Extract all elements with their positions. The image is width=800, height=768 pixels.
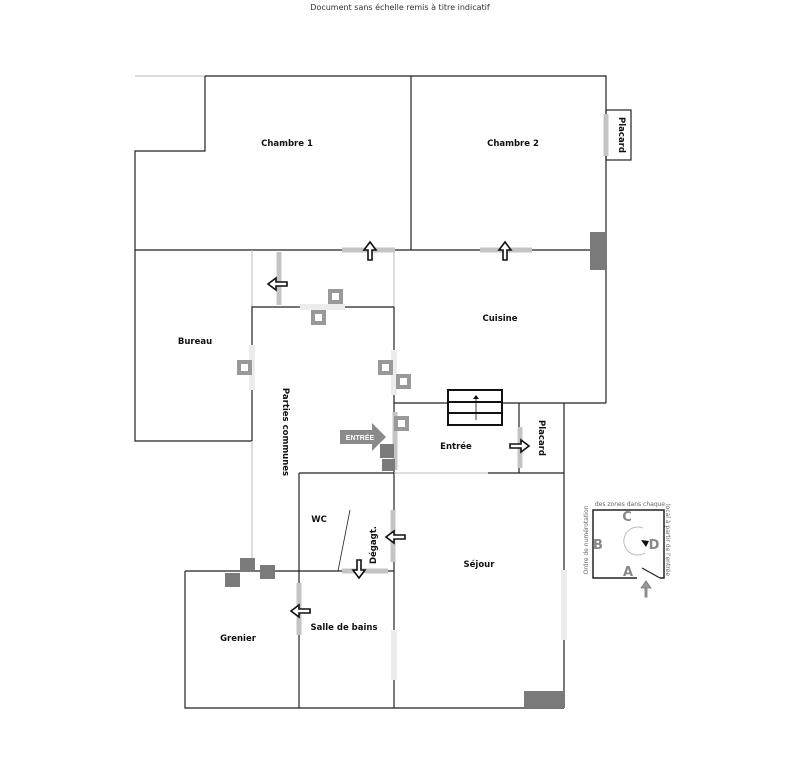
arrow-down-icon <box>351 559 367 580</box>
door-arrows <box>266 240 531 619</box>
svg-text:ENTRÉE: ENTRÉE <box>346 433 375 442</box>
room-sejour: Séjour <box>464 559 496 570</box>
doors <box>276 114 609 635</box>
marker-icon <box>394 416 409 431</box>
arrow-left-icon <box>384 529 406 545</box>
room-chambre-1: Chambre 1 <box>261 139 313 149</box>
caption: Document sans échelle remis à titre indi… <box>310 2 490 12</box>
room-placard-entree: Placard <box>536 420 546 456</box>
room-bureau: Bureau <box>178 337 212 347</box>
windows <box>249 304 567 680</box>
marker-icon <box>237 360 252 375</box>
arrow-left-icon <box>289 603 311 619</box>
room-cuisine: Cuisine <box>483 314 518 324</box>
arrow-up-icon <box>497 240 513 261</box>
room-parties-communes: Parties communes <box>280 388 290 476</box>
room-placard: Placard <box>616 117 626 153</box>
arrow-left-icon <box>266 276 288 292</box>
svg-text:B: B <box>593 538 603 553</box>
room-wc: WC <box>311 515 327 525</box>
svg-text:D: D <box>649 538 660 553</box>
room-grenier: Grenier <box>220 634 257 644</box>
svg-text:A: A <box>623 565 633 580</box>
numbering-legend: des zones dans chaque Ordre de numérotat… <box>583 501 671 598</box>
marker-icon <box>328 289 343 304</box>
marker-icon <box>378 360 393 375</box>
svg-text:C: C <box>622 510 632 525</box>
room-entree: Entrée <box>440 441 472 452</box>
walls <box>134 75 632 709</box>
marker-icon <box>396 374 411 389</box>
entrance-arrow: ENTRÉE <box>340 423 386 451</box>
svg-text:Ordre de numérotation: Ordre de numérotation <box>583 505 590 574</box>
staircase-icon <box>447 389 503 426</box>
room-salle-de-bains: Salle de bains <box>310 623 377 633</box>
marker-icon <box>311 310 326 325</box>
arrow-up-icon <box>362 240 378 261</box>
svg-text:local à partir de l'entrée: local à partir de l'entrée <box>664 504 671 576</box>
room-labels: Chambre 1 Chambre 2 Placard Cuisine Bure… <box>178 117 626 644</box>
room-chambre-2: Chambre 2 <box>487 139 539 149</box>
arrow-right-icon <box>509 438 531 454</box>
markers <box>225 232 606 708</box>
room-degagement: Dégagt. <box>368 526 379 564</box>
svg-text:des zones dans chaque: des zones dans chaque <box>595 501 666 508</box>
